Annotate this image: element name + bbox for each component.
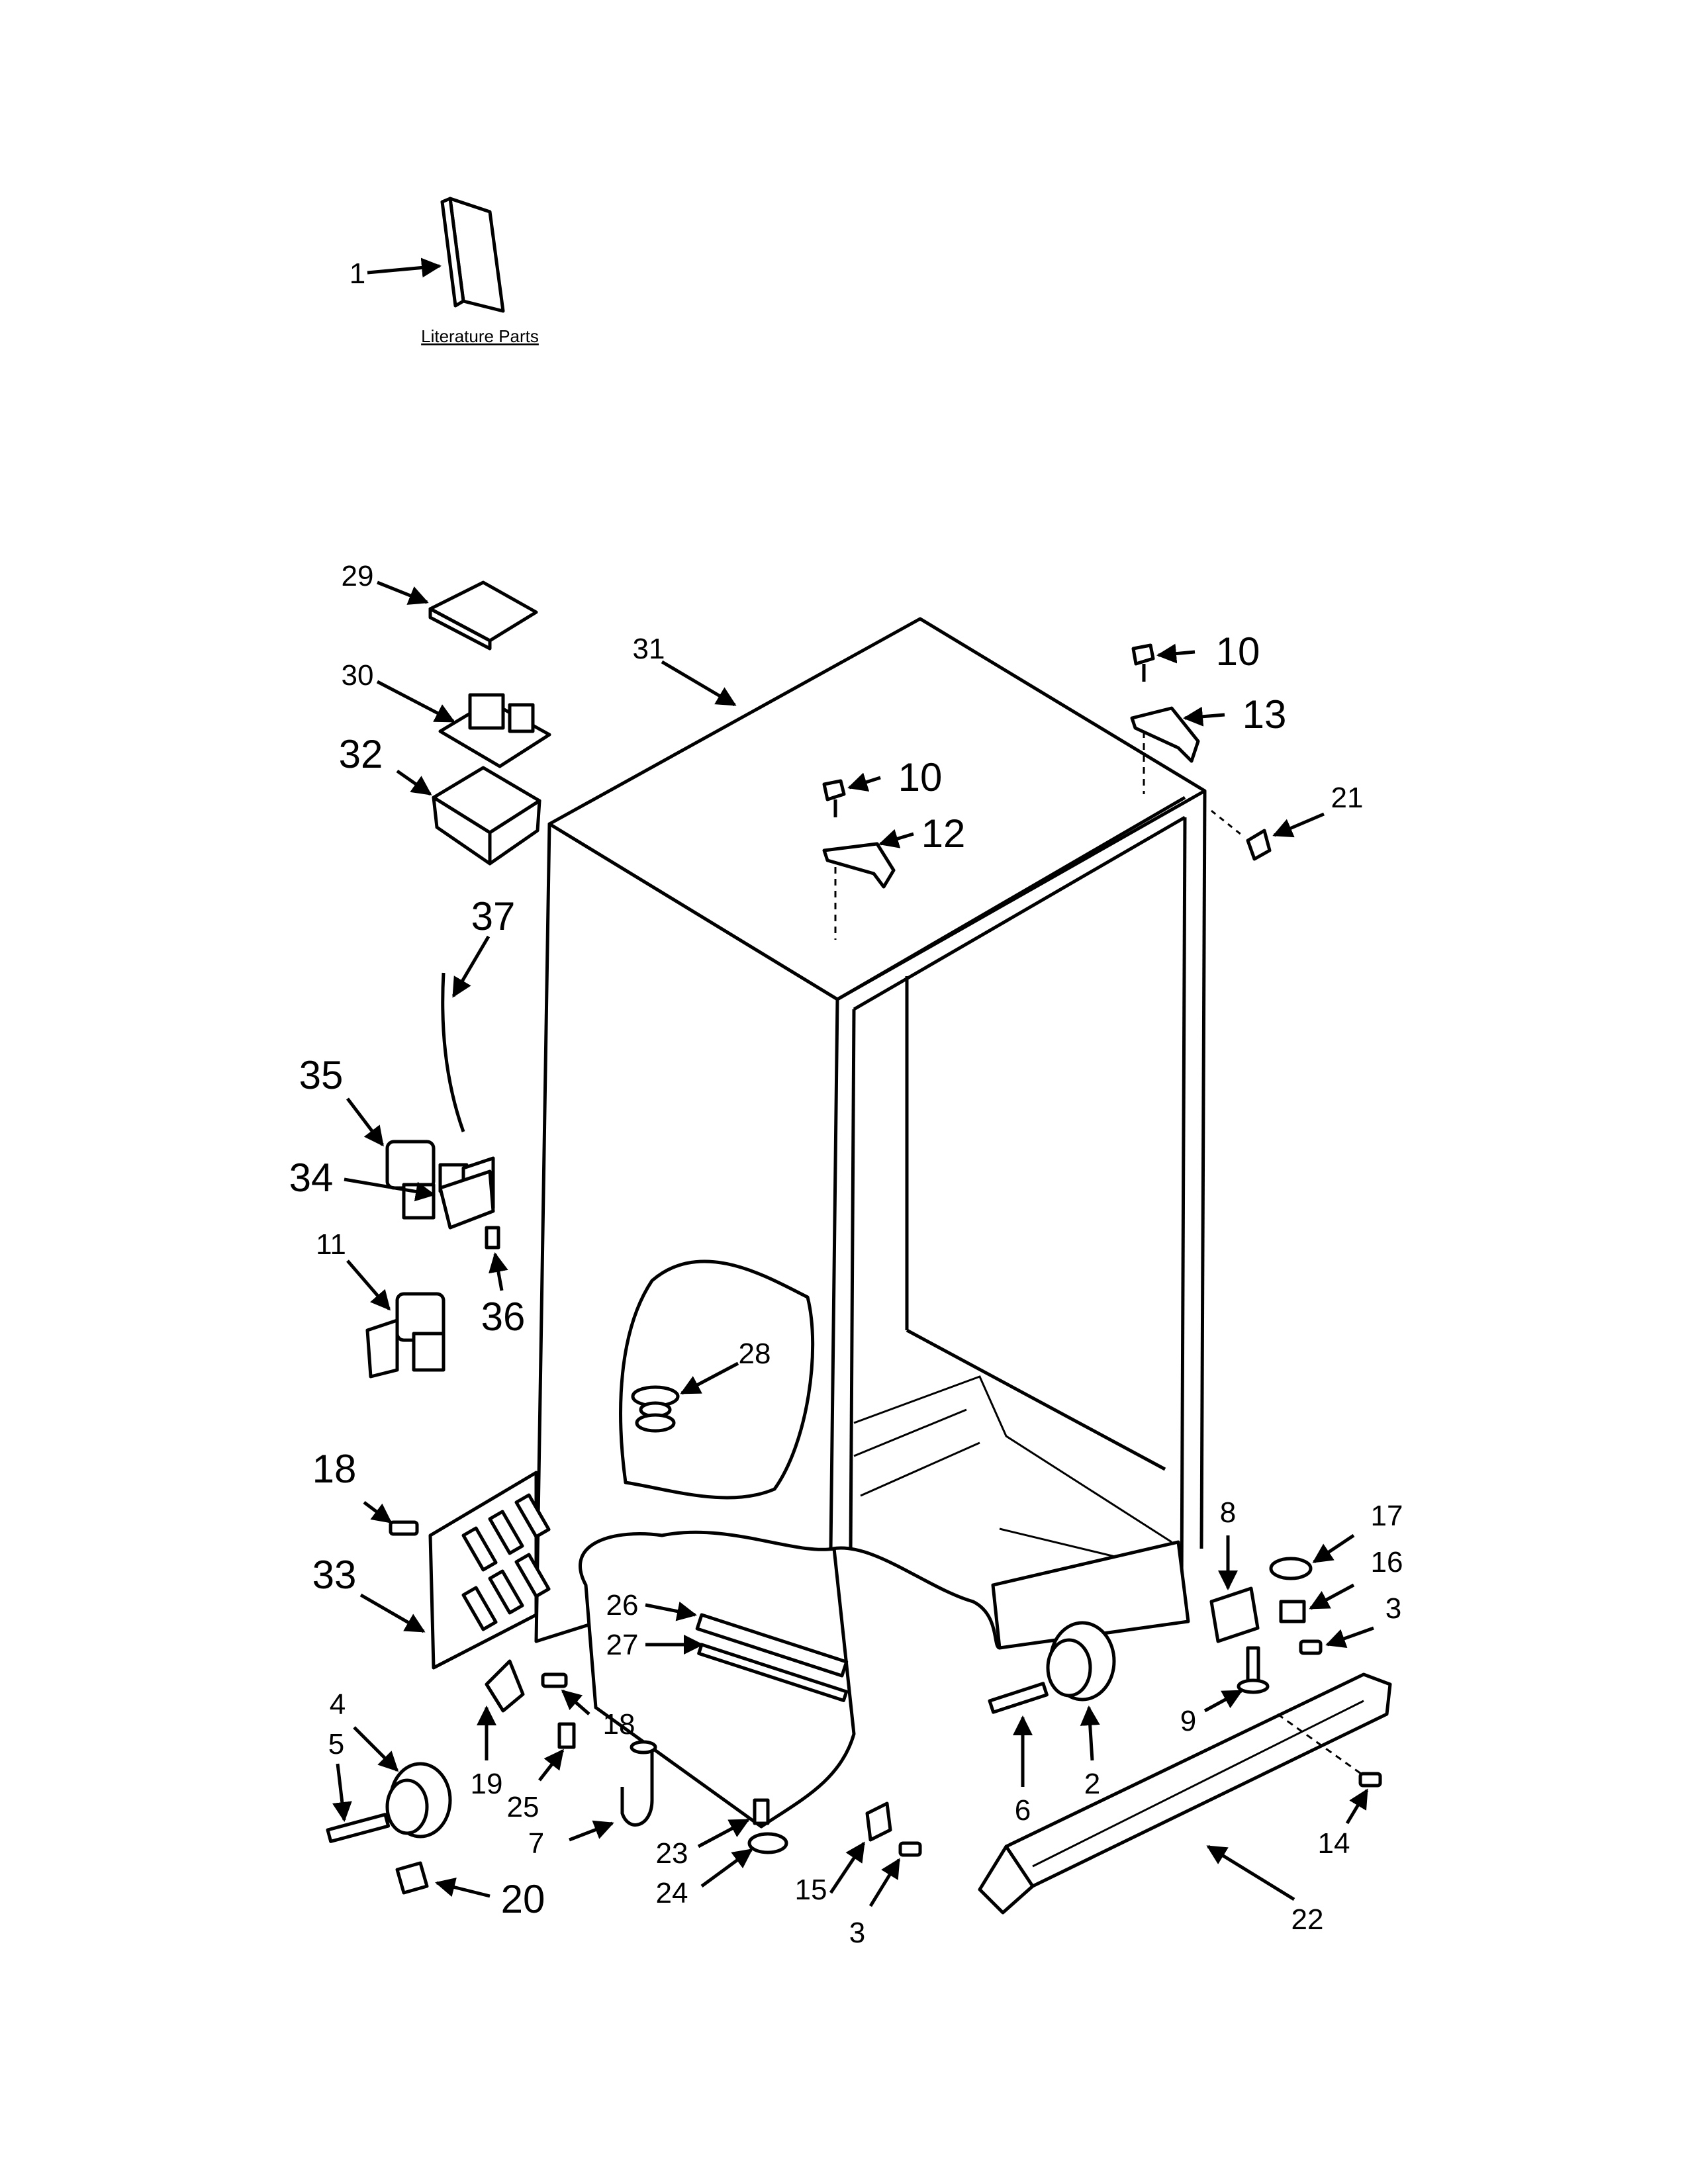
part-26-tube bbox=[695, 1613, 849, 1678]
callout-27: 27 bbox=[606, 1629, 639, 1661]
callout-30: 30 bbox=[342, 659, 374, 692]
callout-1: 1 bbox=[350, 257, 365, 290]
callout-20: 20 bbox=[501, 1877, 545, 1921]
callout-31: 31 bbox=[633, 633, 665, 665]
part-6-axle bbox=[988, 1682, 1049, 1714]
part-24-washer bbox=[747, 1832, 788, 1854]
part-5-axle bbox=[326, 1813, 391, 1843]
literature-caption: Literature Parts bbox=[421, 326, 539, 346]
cutaway-window bbox=[619, 1259, 815, 1500]
part-8-bracket bbox=[1209, 1586, 1260, 1643]
part-10-bolt-a bbox=[822, 779, 846, 817]
callout-6: 6 bbox=[1015, 1794, 1031, 1827]
part-22-base-grille bbox=[978, 1672, 1392, 1915]
callout-25: 25 bbox=[507, 1791, 539, 1823]
callout-7: 7 bbox=[528, 1827, 544, 1860]
part-19-bracket bbox=[485, 1659, 525, 1713]
literature-booklet bbox=[440, 197, 505, 313]
callout-24: 24 bbox=[656, 1877, 688, 1909]
callout-21: 21 bbox=[1331, 782, 1364, 814]
part-32-housing bbox=[432, 766, 541, 866]
callout-5: 5 bbox=[328, 1728, 344, 1760]
callout-9: 9 bbox=[1180, 1705, 1196, 1737]
callout-18b: 18 bbox=[603, 1708, 635, 1741]
part-29-cover bbox=[428, 580, 538, 651]
part-2-roller bbox=[1046, 1621, 1116, 1702]
callout-33: 33 bbox=[312, 1553, 357, 1597]
callout-35: 35 bbox=[299, 1053, 344, 1097]
callout-17: 17 bbox=[1371, 1500, 1403, 1532]
callout-36: 36 bbox=[481, 1295, 526, 1339]
callout-15: 15 bbox=[795, 1874, 827, 1906]
callout-11: 11 bbox=[316, 1228, 346, 1261]
callout-12: 12 bbox=[921, 811, 966, 856]
callout-37: 37 bbox=[471, 894, 516, 938]
part-28-grommet bbox=[631, 1385, 680, 1433]
part-13-hinge bbox=[1130, 706, 1200, 794]
part-20-block bbox=[395, 1861, 429, 1895]
callout-2: 2 bbox=[1084, 1768, 1100, 1800]
callout-4: 4 bbox=[330, 1688, 346, 1721]
part-3-screw-b bbox=[898, 1841, 922, 1857]
part-16-cam bbox=[1279, 1600, 1306, 1623]
callout-16: 16 bbox=[1371, 1546, 1403, 1578]
part-23-screw bbox=[753, 1798, 770, 1825]
part-37-tube bbox=[441, 972, 465, 1132]
part-10-bolt-b bbox=[1131, 643, 1155, 682]
part-3-screw-a bbox=[1299, 1639, 1323, 1655]
part-33-rear-panel bbox=[428, 1471, 551, 1670]
callout-13: 13 bbox=[1243, 692, 1287, 737]
part-21-clip bbox=[1246, 829, 1272, 861]
callout-18a: 18 bbox=[312, 1447, 357, 1491]
part-18-screw-b bbox=[541, 1672, 568, 1688]
part-25-screw bbox=[557, 1722, 576, 1749]
part-18-screw-a bbox=[389, 1520, 419, 1536]
callout-23: 23 bbox=[656, 1837, 688, 1870]
callout-14: 14 bbox=[1318, 1827, 1350, 1860]
part-34-bracket bbox=[438, 1169, 495, 1230]
part-14-screw bbox=[1358, 1772, 1382, 1788]
callout-10a: 10 bbox=[898, 755, 943, 799]
callout-19: 19 bbox=[471, 1768, 503, 1800]
callout-26: 26 bbox=[606, 1589, 639, 1621]
callout-3a: 3 bbox=[1385, 1592, 1401, 1625]
callout-32: 32 bbox=[339, 732, 383, 776]
part-7-drain-fitting bbox=[620, 1740, 657, 1827]
part-15-bracket bbox=[865, 1801, 892, 1842]
part-36-screw bbox=[485, 1226, 500, 1250]
part-11-water-valve bbox=[365, 1292, 445, 1379]
callout-28: 28 bbox=[739, 1338, 771, 1370]
callout-29: 29 bbox=[342, 560, 374, 592]
callout-3b: 3 bbox=[849, 1917, 865, 1949]
callout-22: 22 bbox=[1291, 1903, 1324, 1936]
part-30-control-board bbox=[438, 693, 551, 768]
part-12-hinge bbox=[822, 842, 896, 940]
part-9-pin bbox=[1237, 1646, 1270, 1694]
callout-8: 8 bbox=[1220, 1496, 1236, 1529]
part-4-roller bbox=[385, 1762, 452, 1839]
cabinet bbox=[534, 617, 1207, 1650]
callout-34: 34 bbox=[289, 1156, 334, 1200]
part-17-washer bbox=[1269, 1557, 1313, 1580]
callout-10b: 10 bbox=[1216, 629, 1260, 674]
